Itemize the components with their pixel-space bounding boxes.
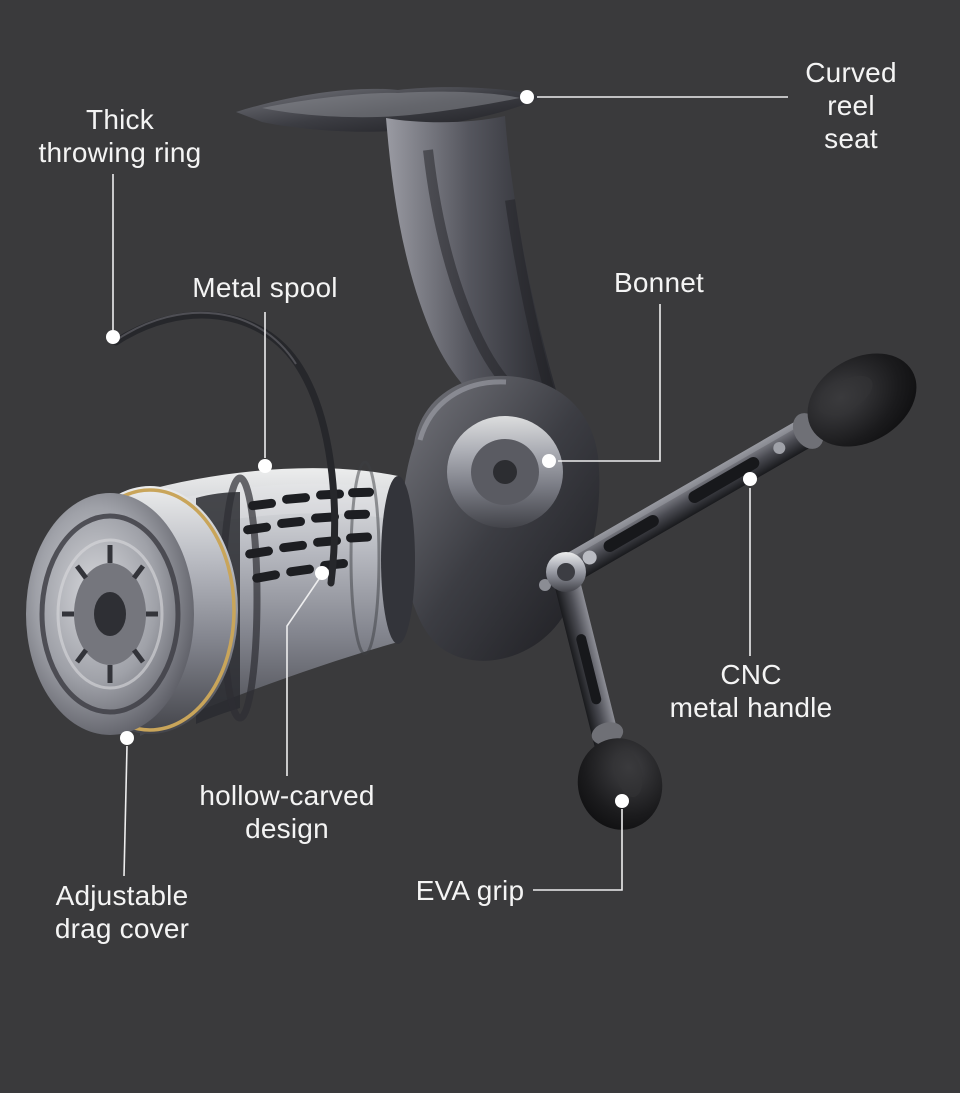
dot-hollow-carved-design: [315, 566, 329, 580]
dot-cnc-metal-handle: [743, 472, 757, 486]
label-adjustable-drag-cover: Adjustable drag cover: [54, 880, 190, 944]
reel-foot: [236, 87, 543, 132]
dot-eva-grip: [615, 794, 629, 808]
throwing-ring-part: [112, 311, 339, 587]
dot-metal-spool: [258, 459, 272, 473]
dot-curved-reel-seat: [520, 90, 534, 104]
dot-adjustable-drag-cover: [120, 731, 134, 745]
label-bonnet: Bonnet: [614, 267, 704, 298]
dot-thick-throwing-ring: [106, 330, 120, 344]
label-hollow-carved-design: hollow-carved design: [199, 780, 375, 844]
label-metal-spool: Metal spool: [192, 272, 338, 303]
label-eva-grip: EVA grip: [415, 875, 525, 906]
line-adjustable-drag-cover: [123, 745, 128, 877]
callout-lines: [112, 96, 788, 891]
reel-body: [401, 375, 600, 661]
line-bonnet: [558, 304, 661, 462]
cnc-handle-part: [546, 408, 830, 780]
eva-grip-part: [577, 353, 917, 830]
callout-dots: [106, 90, 757, 808]
line-eva-grip: [533, 809, 623, 891]
label-thick-throwing-ring: Thick throwing ring: [38, 104, 202, 168]
dot-bonnet: [542, 454, 556, 468]
drag-cover-part: [26, 486, 238, 735]
line-hollow-carved-design: [286, 578, 320, 776]
label-cnc-metal-handle: CNC metal handle: [669, 659, 833, 723]
label-curved-reel-seat: Curved reel seat: [805, 57, 897, 154]
